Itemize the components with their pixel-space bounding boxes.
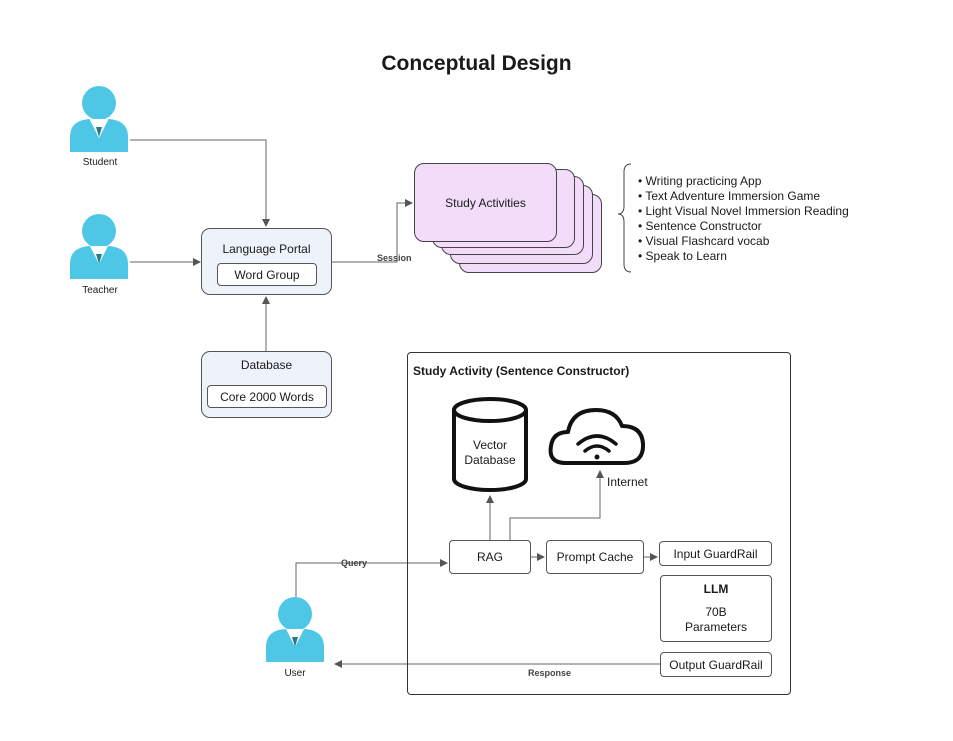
- student-label: Student: [82, 157, 118, 168]
- teacher-person-icon: [70, 214, 128, 279]
- language-portal: Language Portal Word Group: [201, 228, 332, 295]
- llm-line1: 70B: [705, 605, 727, 619]
- sentence-constructor-frame: [407, 352, 791, 695]
- word-group-box: Word Group: [217, 263, 317, 286]
- llm-box: LLM 70B Parameters: [660, 575, 772, 642]
- language-portal-title: Language Portal: [222, 242, 311, 256]
- internet-label: Internet: [607, 475, 648, 489]
- query-label: Query: [341, 558, 368, 568]
- edge-portal-activities: [332, 199, 413, 263]
- edge-query: [295, 559, 448, 597]
- core-words-box: Core 2000 Words: [207, 385, 327, 408]
- teacher-label: Teacher: [82, 285, 118, 296]
- student-person-icon: [70, 86, 128, 152]
- session-label: Session: [377, 253, 412, 263]
- llm-line2: Parameters: [684, 620, 748, 634]
- brace-icon: [617, 163, 632, 273]
- activities-list: Writing practicing App Text Adventure Im…: [638, 174, 849, 264]
- prompt-cache-box: Prompt Cache: [546, 540, 644, 574]
- list-item: Visual Flashcard vocab: [638, 234, 849, 249]
- edge-student-portal: [130, 139, 270, 227]
- database-panel: Database Core 2000 Words: [201, 351, 332, 418]
- input-guardrail-box: Input GuardRail: [659, 541, 772, 566]
- study-activities-card: Study Activities: [414, 163, 557, 242]
- response-label: Response: [528, 668, 572, 678]
- user-person-icon: [266, 597, 324, 662]
- edge-rag-internet: [509, 470, 604, 540]
- user-label: User: [284, 668, 306, 679]
- list-item: Text Adventure Immersion Game: [638, 189, 849, 204]
- output-guardrail-box: Output GuardRail: [660, 652, 772, 677]
- page-title: Conceptual Design: [381, 52, 572, 75]
- vector-db-line2: Database: [464, 453, 516, 467]
- sentence-constructor-title: Study Activity (Sentence Constructor): [413, 364, 630, 378]
- llm-title: LLM: [703, 582, 729, 596]
- list-item: Writing practicing App: [638, 174, 849, 189]
- list-item: Light Visual Novel Immersion Reading: [638, 204, 849, 219]
- vector-database-label: Vector Database: [454, 438, 526, 468]
- database-title: Database: [240, 358, 293, 372]
- list-item: Sentence Constructor: [638, 219, 849, 234]
- list-item: Speak to Learn: [638, 249, 849, 264]
- vector-db-line1: Vector: [472, 438, 508, 452]
- study-activities-label: Study Activities: [445, 195, 526, 210]
- rag-box: RAG: [449, 540, 531, 574]
